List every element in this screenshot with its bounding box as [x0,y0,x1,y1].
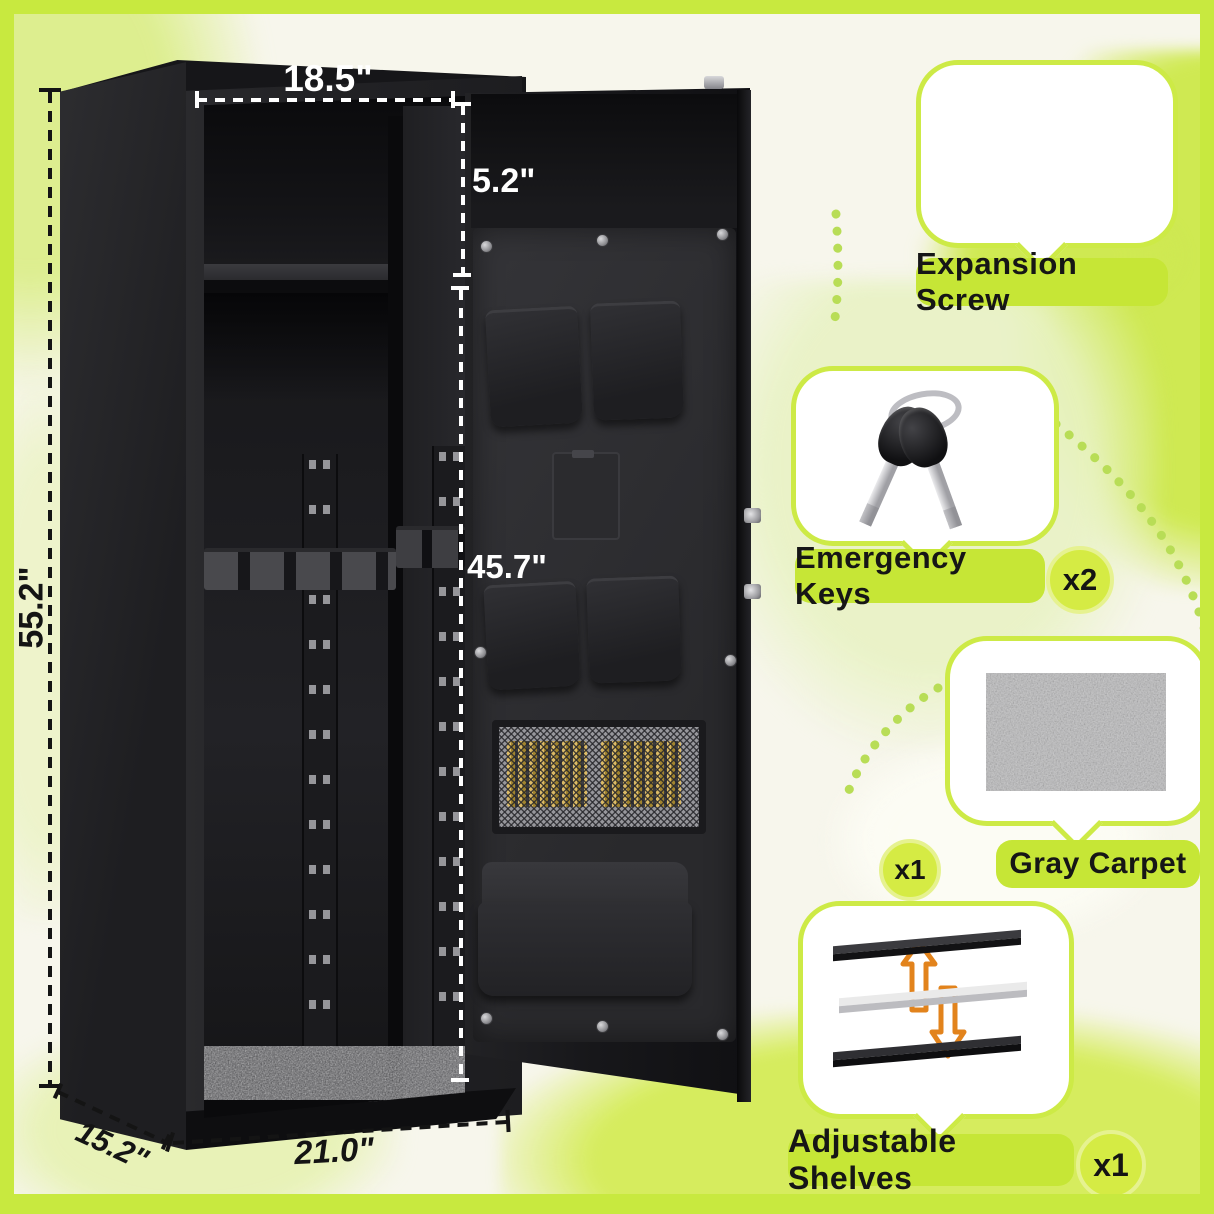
dimension-label-top-compartment: 5.2" [472,162,536,200]
door-large-pocket [478,902,692,996]
panel-screw-icon [474,646,487,659]
rail-slots [309,460,316,1036]
callout-label-expansion-screw: Expansion Screw [916,246,1168,317]
door-small-pouch [552,452,620,540]
panel-screw-icon [716,228,729,241]
door-pocket [586,575,682,684]
callout-bubble-emergency-keys [791,366,1059,570]
door-pocket [483,580,581,691]
door-top-section [471,94,743,228]
mounting-rail [302,454,338,1054]
qty-badge-emergency-keys: x2 [1046,546,1114,614]
dimension-label-overall-width: 21.0" [293,1129,375,1172]
dimension-cap [451,286,469,290]
door-pocket [485,305,583,428]
qty-badge-adjustable-shelves: x1 [1076,1130,1146,1200]
panel-screw-icon [724,654,737,667]
callout-bubble-expansion-screw [916,60,1178,272]
rail-slots [439,452,446,1036]
dimension-line-inner-width [197,98,455,102]
panel-screw-icon [596,234,609,247]
cabinet-side-panel [60,62,186,1150]
dimension-label-door-height: 45.7" [467,548,547,585]
dimension-cap [451,1078,469,1082]
gun-rack-bar [204,548,396,590]
callout-label-emergency-keys: Emergency Keys [795,540,1045,611]
panel-screw-icon [596,1020,609,1033]
door-hinge-pin-icon [704,76,724,89]
panel-screw-icon [480,1012,493,1025]
pouch-tab [572,450,594,458]
dimension-cap [451,91,455,108]
door-mesh-ammo-pocket [492,720,706,834]
dimension-line-top-compartment [461,105,465,275]
rail-slots [323,460,330,1036]
panel-screw-icon [480,240,493,253]
door-pocket [589,300,685,421]
rail-slots [453,452,460,1036]
qty-badge-gray-carpet: x1 [879,839,941,901]
callout-bubble-adjustable-shelves [798,901,1074,1143]
dimension-line-door-height [459,290,463,1078]
dimension-cap [453,102,471,106]
mesh-texture [499,727,699,827]
callout-label-adjustable-shelves: Adjustable Shelves [788,1123,1074,1196]
dimension-label-overall-height: 55.2" [12,566,51,649]
lock-bolt-icon [744,508,761,523]
interior-divider [388,116,403,1106]
gray-carpet-icon [986,673,1166,791]
dimension-label-inner-width: 18.5" [283,58,373,99]
lock-bolt-icon [744,584,761,599]
dimension-cap [39,88,61,92]
gun-rack-bar [396,526,465,568]
dimension-cap [195,91,199,108]
cabinet-interior [204,96,465,1118]
callout-bubble-gray-carpet [945,636,1209,850]
interior-carpet-floor [204,1046,465,1102]
dimension-cap [453,273,471,277]
panel-screw-icon [716,1028,729,1041]
callout-label-gray-carpet: Gray Carpet [996,840,1200,888]
